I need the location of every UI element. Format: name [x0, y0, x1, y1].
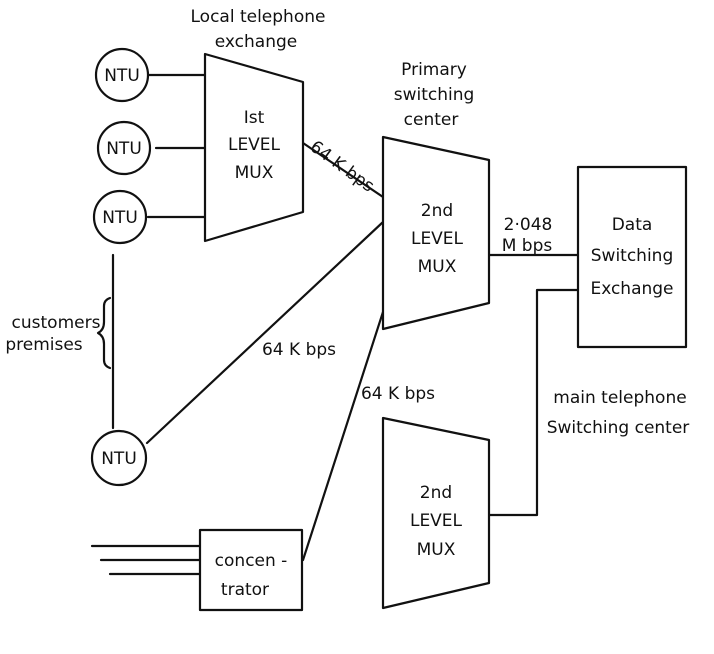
- main-center-label-2: Switching center: [547, 418, 690, 438]
- customers-premises-brace: [96, 296, 112, 370]
- primary-center-label-2: switching: [394, 85, 475, 105]
- link-concentrator-mux2: [301, 310, 385, 562]
- ntu-3-circle: [92, 189, 148, 245]
- local-exchange-label-2: exchange: [215, 32, 298, 52]
- mux1-block: [203, 52, 305, 243]
- customers-premises-label-1: customers: [12, 313, 101, 333]
- ntu-2-circle: [96, 120, 152, 176]
- primary-center-label-3: center: [404, 110, 459, 130]
- ntu-4-circle: [90, 429, 148, 487]
- mux2-lower-block: [381, 416, 491, 610]
- link-mux1-mux2: [301, 141, 385, 199]
- ntu-1-label: NTU: [104, 66, 140, 86]
- mux2-lower-line-3: MUX: [417, 540, 456, 560]
- concentrator-line-2: trator: [221, 580, 269, 600]
- mux1-line-2: LEVEL: [228, 135, 281, 155]
- ntu-1-circle: [94, 47, 150, 103]
- ntu-4-label: NTU: [101, 449, 137, 469]
- mux2-upper-line-1: 2nd: [421, 201, 453, 221]
- mux1-line-1: Ist: [244, 108, 265, 128]
- ntu-2-label: NTU: [106, 139, 142, 159]
- rate-64-low-label: 64 K bps: [361, 384, 435, 404]
- local-exchange-label-1: Local telephone: [191, 7, 326, 27]
- mux1-line-3: MUX: [235, 163, 274, 183]
- customers-premises-label-2: premises: [5, 335, 82, 355]
- main-center-label-1: main telephone: [553, 388, 686, 408]
- primary-center-label-1: Primary: [401, 60, 467, 80]
- mux2-upper-block: [381, 135, 491, 331]
- data-exchange-line-3: Exchange: [590, 279, 673, 299]
- rate-2048-label-2: M bps: [502, 236, 553, 256]
- mux2-lower-line-1: 2nd: [420, 483, 452, 503]
- connector-lines: [90, 73, 580, 576]
- ntu-3-label: NTU: [102, 208, 138, 228]
- mux2-upper-line-3: MUX: [418, 257, 457, 277]
- link-ntu4-mux2: [145, 220, 385, 445]
- mux2-lower-line-2: LEVEL: [410, 511, 463, 531]
- rate-64-top-label: 64 K bps: [306, 137, 378, 197]
- data-exchange-line-2: Switching: [591, 246, 674, 266]
- mux2-upper-line-2: LEVEL: [411, 229, 464, 249]
- concentrator-box: [198, 528, 304, 612]
- rate-64-mid-label: 64 K bps: [262, 340, 336, 360]
- rate-2048-label-1: 2·048: [504, 215, 553, 235]
- link-mux2-lower-data-exchange: [487, 288, 580, 517]
- concentrator-line-1: concen -: [215, 551, 288, 571]
- data-exchange-line-1: Data: [612, 215, 653, 235]
- data-switching-exchange-box: [576, 165, 688, 349]
